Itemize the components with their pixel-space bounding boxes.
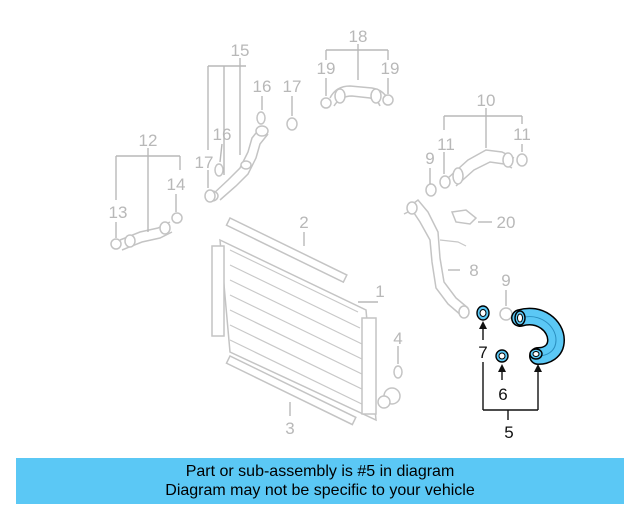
callout-9-upper: 9 [425, 149, 434, 168]
hose-5-highlighted[interactable] [511, 307, 566, 365]
callout-13: 13 [109, 203, 128, 222]
banner-line-part-info: Part or sub-assembly is #5 in diagram [185, 463, 455, 480]
clamp-11-right [516, 153, 528, 167]
clamp-16-upper [256, 111, 266, 125]
callout-1: 1 [375, 282, 384, 301]
clamp-9-lower [499, 307, 513, 321]
callout-12: 12 [139, 131, 158, 150]
seal-6[interactable] [495, 349, 509, 363]
intercooler-1 [211, 238, 401, 422]
clamp-11-left [439, 175, 451, 189]
callout-11-right: 11 [513, 125, 531, 144]
seal-7[interactable] [476, 305, 490, 321]
callout-17-upper: 17 [283, 77, 302, 96]
hose-18 [329, 85, 389, 107]
hose-10 [447, 149, 515, 187]
callout-9-lower: 9 [501, 271, 510, 290]
callout-5: 5 [504, 423, 513, 442]
callout-11-left: 11 [437, 135, 455, 154]
callout-10: 10 [477, 91, 496, 110]
clamp-13 [110, 238, 122, 250]
pipe-8 [403, 198, 470, 319]
clamp-19-left [320, 97, 332, 109]
info-banner: Part or sub-assembly is #5 in diagram Di… [16, 458, 624, 504]
callout-7: 7 [478, 343, 487, 362]
clamp-17-upper [286, 117, 298, 131]
arrow-6 [498, 364, 506, 372]
arrow-5 [534, 364, 542, 372]
clip-4 [393, 365, 403, 379]
callout-14: 14 [167, 175, 186, 194]
callout-6: 6 [498, 385, 507, 404]
hose-12 [119, 221, 173, 251]
clamp-19-right [382, 94, 394, 106]
seal-strip-3 [225, 354, 357, 426]
callout-8: 8 [469, 261, 478, 280]
callout-19-right: 19 [381, 59, 400, 78]
callout-17-lower: 17 [195, 153, 214, 172]
callout-19-left: 19 [317, 59, 336, 78]
callout-15: 15 [231, 41, 250, 60]
seal-17-lower [204, 189, 216, 203]
callout-4: 4 [393, 329, 402, 348]
banner-line-disclaimer: Diagram may not be specific to your vehi… [165, 482, 475, 499]
callout-20: 20 [497, 213, 516, 232]
clamp-14 [171, 212, 183, 224]
callout-16-upper: 16 [253, 77, 272, 96]
callout-2: 2 [299, 213, 308, 232]
arrow-7 [479, 321, 487, 329]
bracket-20 [450, 209, 478, 225]
clamp-16-lower [214, 163, 224, 177]
callout-3: 3 [285, 419, 294, 438]
seal-strip-2 [225, 216, 348, 284]
leader-16-lower [219, 143, 223, 163]
clamp-9-upper [425, 183, 437, 197]
callout-18: 18 [349, 27, 368, 46]
callout-16-lower: 16 [213, 125, 232, 144]
